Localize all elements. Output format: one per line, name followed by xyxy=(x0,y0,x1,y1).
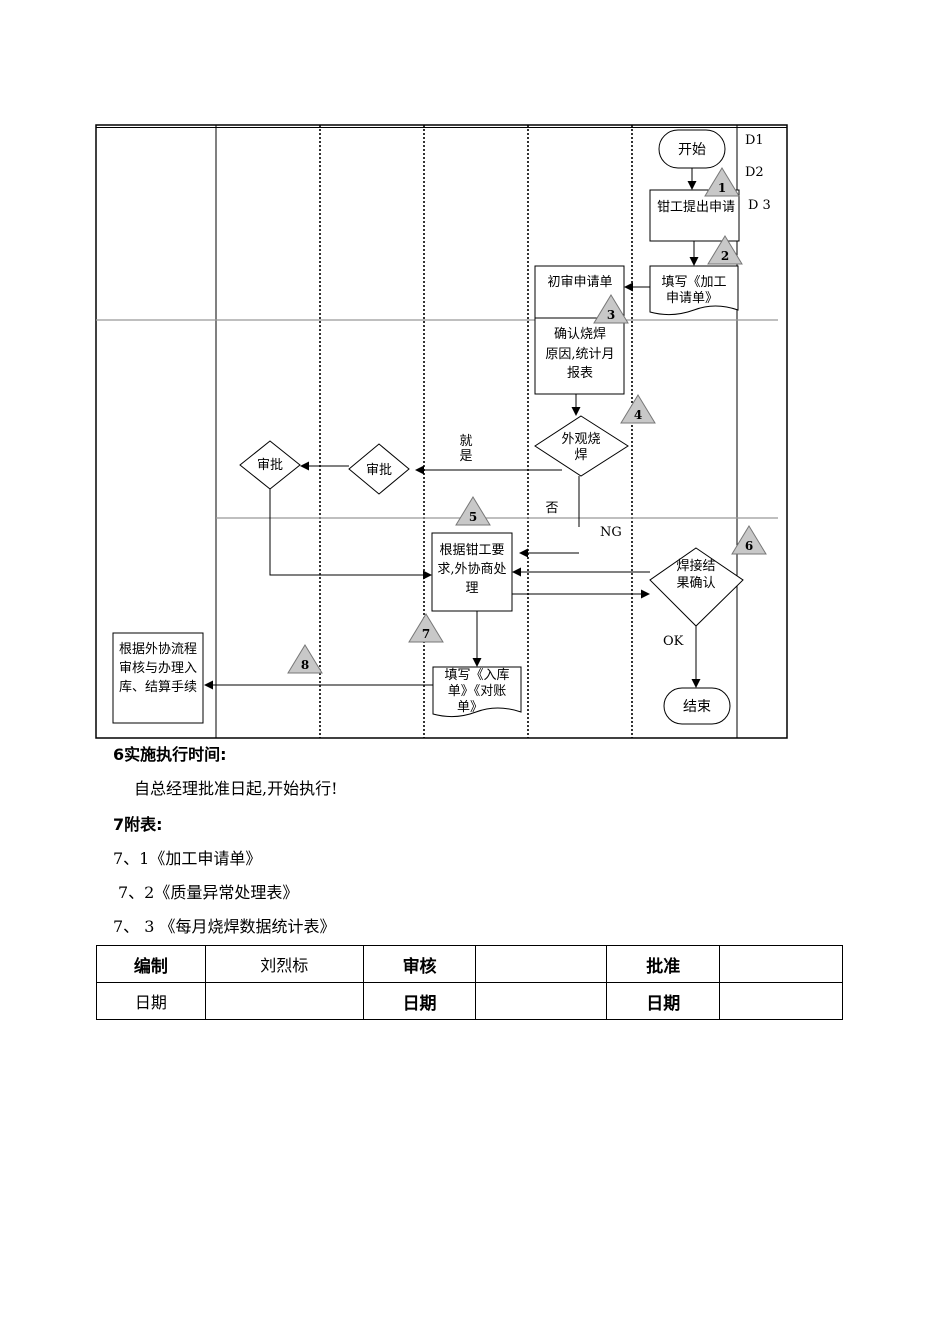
inbound-form-document xyxy=(432,666,522,718)
outsource-box xyxy=(112,632,204,724)
step-marker-7: 7 xyxy=(408,613,444,643)
end-label: 结束 xyxy=(683,699,711,715)
svg-text:8: 8 xyxy=(301,658,309,672)
svg-text:2: 2 xyxy=(721,249,729,263)
d2-label: D2 xyxy=(745,165,764,180)
prepared-date-label: 日期 xyxy=(96,982,206,1020)
process-line1: 根据钳工要 xyxy=(439,543,504,558)
first-review-label: 初审申请单 xyxy=(547,275,612,290)
svg-text:3: 3 xyxy=(607,308,615,322)
signoff-table: 编制 刘烈标 审核 批准 日期 日期 日期 xyxy=(96,945,843,1020)
appendix-item-2: 7、2《质量异常处理表》 xyxy=(118,883,299,902)
d3-label: D 3 xyxy=(748,198,771,213)
process-box xyxy=(431,532,513,612)
step-marker-8: 8 xyxy=(287,644,323,674)
result-line2: 果确认 xyxy=(676,576,715,591)
confirm-box xyxy=(534,317,625,395)
prepared-by-value: 刘烈标 xyxy=(204,945,364,983)
confirm-line2: 原因,统计月 xyxy=(545,347,614,362)
outsource-line3: 库、结算手续 xyxy=(119,679,197,695)
appearance-line1: 外观烧 xyxy=(561,432,600,447)
signoff-row-2: 日期 日期 日期 xyxy=(96,982,843,1020)
reviewed-by-value xyxy=(475,945,608,983)
process-line3: 理 xyxy=(465,581,478,596)
apply-form-line1: 填写《加工 xyxy=(661,275,726,290)
step-marker-2: 2 xyxy=(707,235,743,265)
arrow-approve1-to-process xyxy=(269,489,432,580)
ng-label: NG xyxy=(600,525,622,540)
step-marker-3: 3 xyxy=(593,294,629,324)
appendix-item-1: 7、1《加工申请单》 xyxy=(113,849,262,868)
ok-label: OK xyxy=(663,634,684,649)
appearance-diamond xyxy=(534,415,629,477)
connectors xyxy=(204,168,701,690)
approved-by-label: 批准 xyxy=(606,945,721,983)
yes-label-line2: 是 xyxy=(459,449,472,464)
no-label: 否 xyxy=(545,501,558,516)
svg-text:1: 1 xyxy=(718,181,726,195)
signoff-row-1: 编制 刘烈标 审核 批准 xyxy=(96,945,843,983)
prepared-by-label: 编制 xyxy=(96,945,206,983)
end-terminal xyxy=(663,687,731,725)
start-label: 开始 xyxy=(678,142,706,158)
request-box xyxy=(649,189,740,242)
swimlane-grid xyxy=(95,124,788,739)
request-label: 钳工提出申请 xyxy=(657,199,735,215)
reviewed-by-label: 审核 xyxy=(362,945,477,983)
approve-diamond-2 xyxy=(348,443,410,495)
approve-2-label: 审批 xyxy=(366,463,392,478)
confirm-line3: 报表 xyxy=(567,366,593,381)
section6-body: 自总经理批准日起,开始执行! xyxy=(134,779,338,798)
section6-heading: 6实施执行时间: xyxy=(113,745,227,764)
d1-label: D1 xyxy=(745,133,764,148)
appendix-item-3: 7、 3 《每月烧焊数据统计表》 xyxy=(113,917,336,936)
process-line2: 求,外协商处 xyxy=(437,562,506,577)
approved-by-value xyxy=(719,945,843,983)
step-marker-6: 6 xyxy=(731,525,767,555)
apply-form-document xyxy=(649,265,739,316)
prepared-date-value xyxy=(204,982,364,1020)
apply-form-line2: 申请单》 xyxy=(666,291,718,306)
reviewed-date-label: 日期 xyxy=(362,982,477,1020)
appearance-line2: 焊 xyxy=(574,447,587,463)
approve-1-label: 审批 xyxy=(257,458,283,473)
confirm-line1: 确认烧焊 xyxy=(554,326,606,342)
step-marker-1: 1 xyxy=(704,167,740,197)
yes-label-line1: 就 xyxy=(459,434,472,449)
step-marker-4: 4 xyxy=(620,394,656,424)
inbound-line3: 单》 xyxy=(457,700,483,715)
approved-date-value xyxy=(719,982,843,1020)
reviewed-date-value xyxy=(475,982,608,1020)
approved-date-label: 日期 xyxy=(606,982,721,1020)
svg-text:7: 7 xyxy=(422,627,430,641)
inbound-line2: 单》《对账 xyxy=(448,684,507,699)
result-line1: 焊接结 xyxy=(676,558,715,574)
inbound-line1: 填写《入库 xyxy=(444,667,509,683)
process-flowchart: D1 D2 D 3 开始 钳工提出申请 填写《加工 申请单》 初审申请单 确认烧… xyxy=(95,124,788,739)
step-marker-5: 5 xyxy=(455,496,491,526)
section7-heading: 7附表: xyxy=(113,815,163,834)
svg-text:4: 4 xyxy=(634,408,642,422)
svg-text:5: 5 xyxy=(469,510,477,524)
outsource-line1: 根据外协流程 xyxy=(119,642,197,657)
outsource-line2: 审核与办理入 xyxy=(119,661,197,676)
step-markers: 1 2 3 4 5 6 7 8 xyxy=(287,167,767,674)
svg-text:6: 6 xyxy=(745,539,753,553)
